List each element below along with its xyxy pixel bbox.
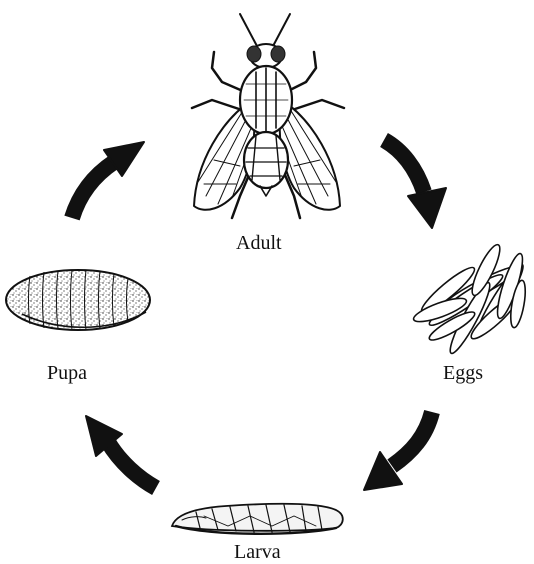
housefly-icon [192,14,344,218]
eggs-cluster-icon [411,242,528,357]
stage-label-adult: Adult [236,233,282,253]
arrow-adult-to-eggs [384,140,446,228]
arrow-eggs-to-larva [364,412,432,490]
arrow-larva-to-pupa [86,416,156,488]
stage-label-larva: Larva [234,542,281,562]
stage-label-eggs: Eggs [443,363,483,383]
stage-label-pupa: Pupa [47,363,87,383]
maggot-icon [172,504,343,534]
pupa-icon [6,270,150,330]
arrow-pupa-to-adult [72,142,144,218]
